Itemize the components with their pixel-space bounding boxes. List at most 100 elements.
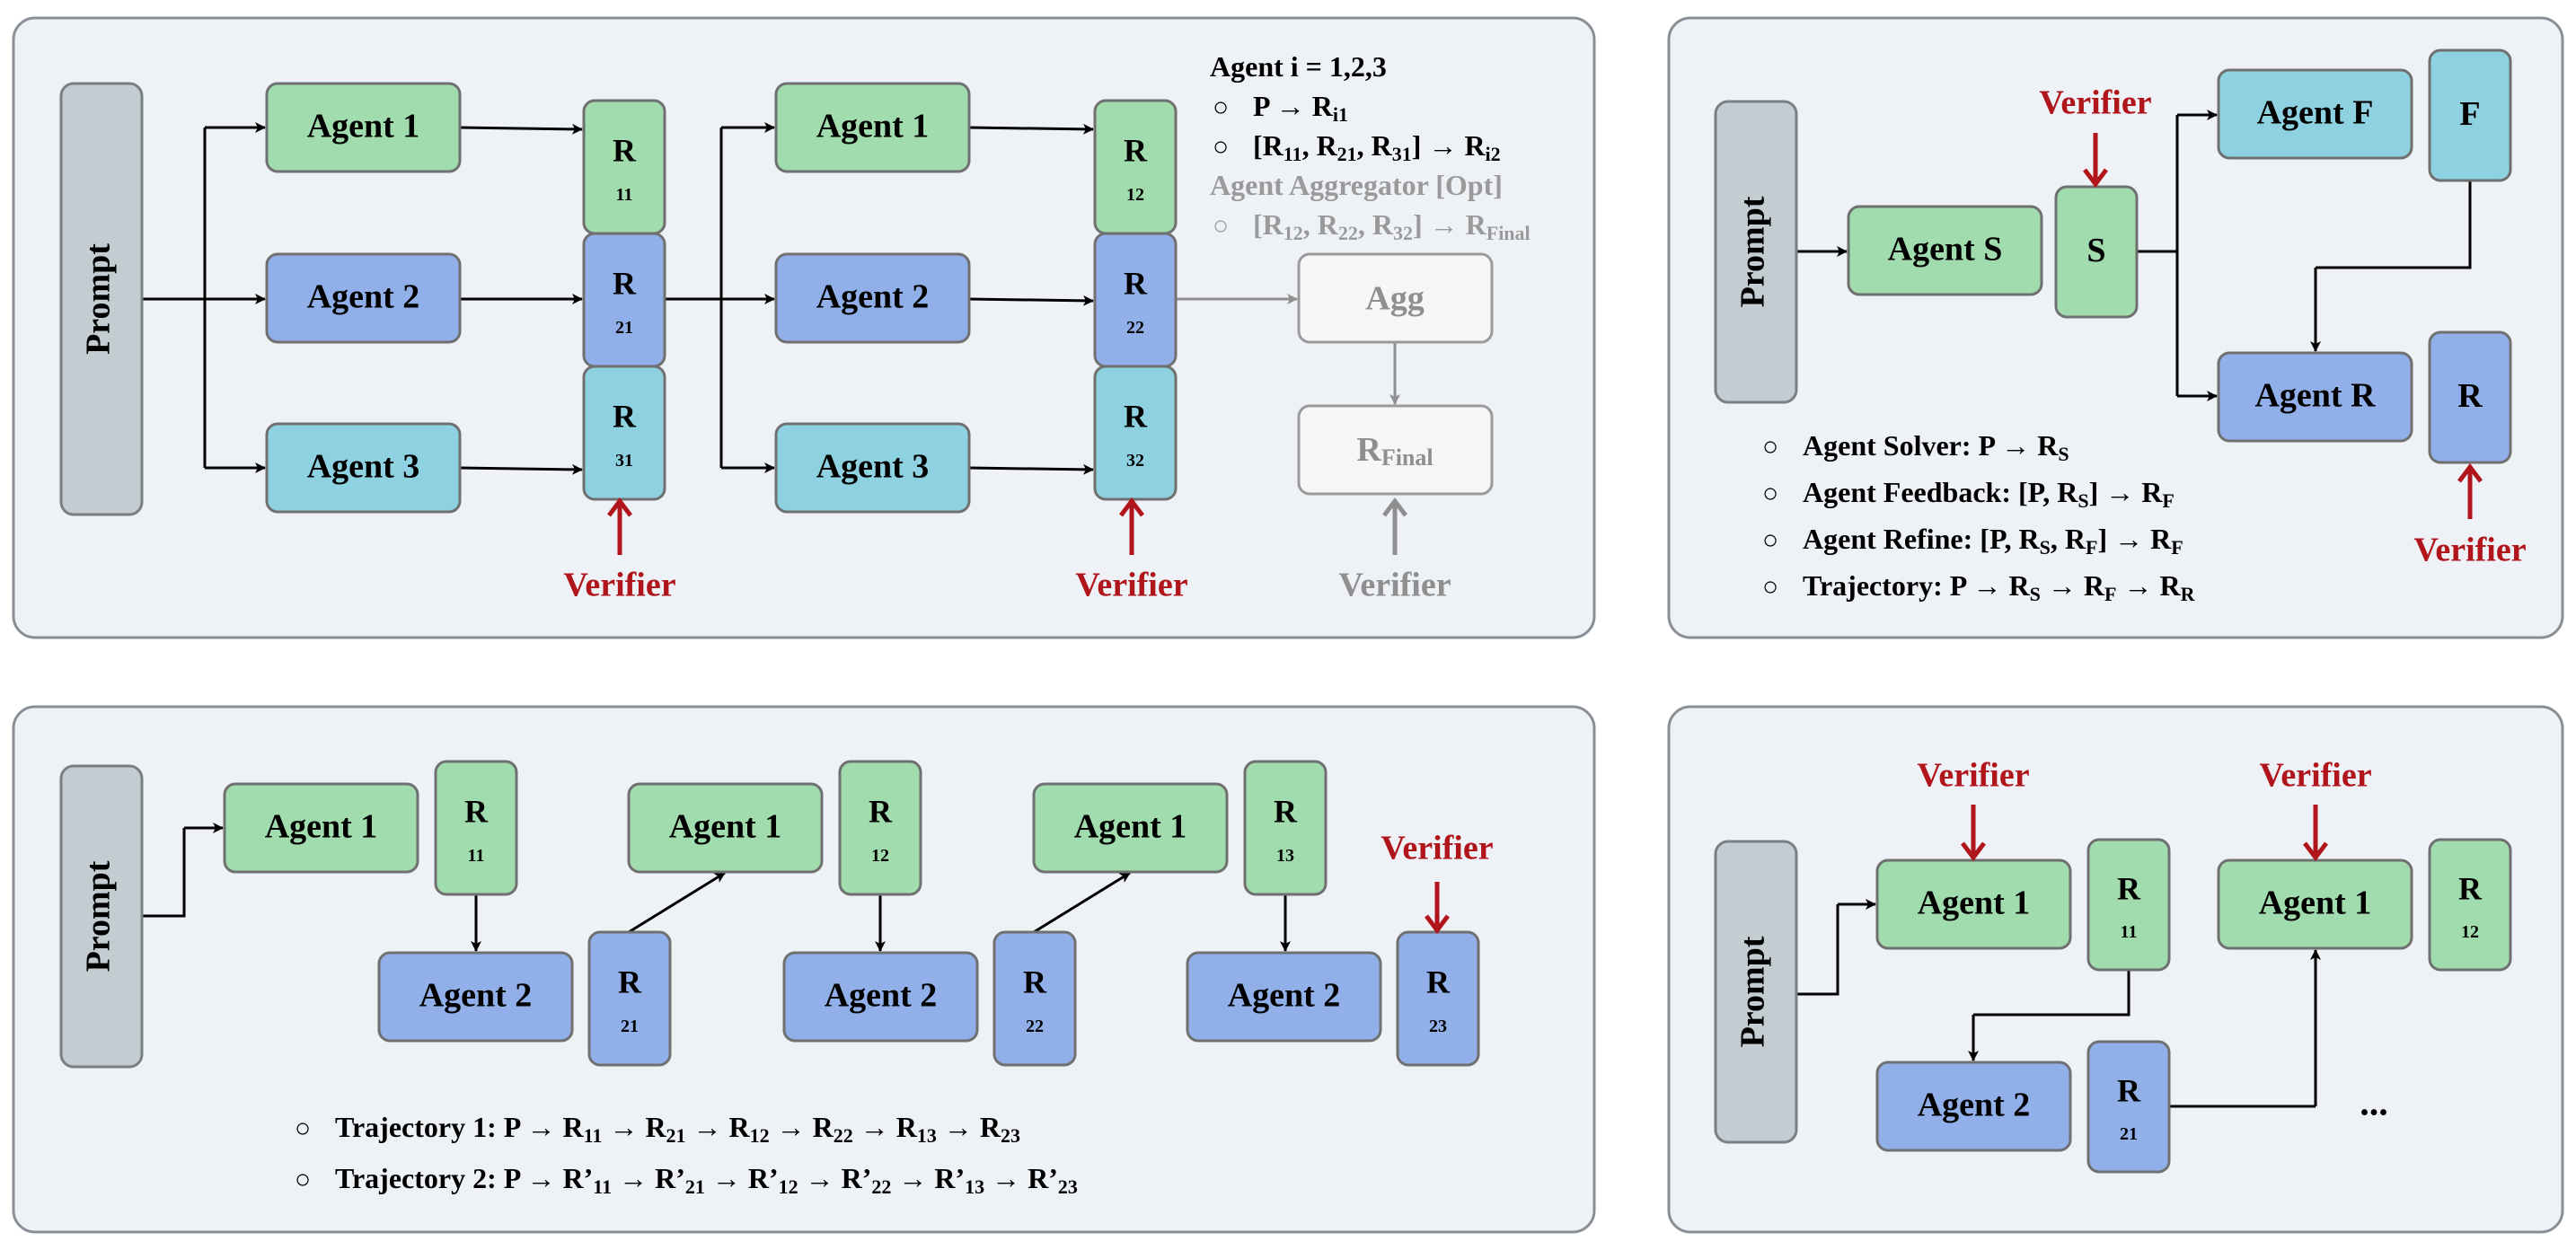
solver-response: S bbox=[2054, 185, 2139, 319]
feedback-line bbox=[2316, 180, 2472, 269]
refine-response: R bbox=[2428, 330, 2512, 464]
bl-agent2-step1-label: Agent 2 bbox=[419, 977, 533, 1015]
response-r31-main: R bbox=[613, 398, 637, 434]
bl-agent1-step2-label: Agent 1 bbox=[669, 808, 782, 846]
agent-solver: Agent S bbox=[1847, 205, 2043, 296]
bl-response-r23-sub: 23 bbox=[1429, 1017, 1447, 1036]
legend-line: Agent i = 1,2,3 bbox=[1210, 50, 1387, 83]
final-response-box: RFinal bbox=[1297, 404, 1494, 496]
connector-arrow bbox=[968, 295, 1094, 306]
bl-response-r23-main: R bbox=[1426, 964, 1451, 999]
bl-response-r12: R 12 bbox=[838, 760, 922, 896]
verifier-solver: Verifier bbox=[2039, 84, 2152, 189]
legend-line: Agent Aggregator [Opt] bbox=[1210, 169, 1503, 201]
response-r32-main: R bbox=[1124, 398, 1148, 434]
refine-response-main: R bbox=[2457, 377, 2483, 415]
legend-bullet: ○ bbox=[1762, 479, 1778, 508]
legend-bullet: ○ bbox=[295, 1114, 311, 1143]
bl-agent2-step3: Agent 2 bbox=[1186, 951, 1382, 1043]
br-response-r12-main: R bbox=[2458, 870, 2483, 906]
bl-response-r11-sub: 11 bbox=[468, 846, 485, 866]
bl-response-r11-main: R bbox=[464, 793, 489, 829]
aggregator-box: Agg bbox=[1297, 252, 1494, 344]
connector-arrow bbox=[459, 463, 583, 475]
legend-bullet: ○ bbox=[1762, 525, 1778, 555]
bl-response-r21: R 21 bbox=[587, 930, 672, 1067]
br-response-r12-sub: 12 bbox=[2461, 922, 2479, 942]
connector-arrow bbox=[968, 123, 1094, 135]
legend-line: [R12, R22, R32] → RFinal bbox=[1253, 208, 1531, 244]
response-r12-main: R bbox=[1124, 132, 1148, 168]
response-r31-sub: 31 bbox=[615, 451, 633, 471]
agent3-round1: Agent 3 bbox=[265, 422, 462, 514]
prompt-box: Prompt bbox=[59, 764, 144, 1069]
response-r11: R11 bbox=[582, 99, 666, 235]
br-response-r21-main: R bbox=[2117, 1072, 2141, 1108]
verifier-label: Verifier bbox=[1381, 830, 1493, 867]
br-agent1-step2-label: Agent 1 bbox=[2259, 885, 2372, 922]
legend-line: Trajectory 2: P → R’11 → R’21 → R’12 → R… bbox=[335, 1162, 1078, 1198]
agent-feedback-label: Agent F bbox=[2257, 94, 2374, 132]
connector-arrow bbox=[628, 871, 726, 934]
connector-arrow bbox=[1033, 871, 1131, 934]
response-r31: R 31 bbox=[582, 365, 666, 501]
legend-line: Agent Refine: [P, RS, RF] → RF bbox=[1803, 523, 2183, 559]
bl-agent1-step2: Agent 1 bbox=[627, 782, 824, 874]
connector-arrow bbox=[459, 123, 583, 135]
bl-response-r22-sub: 22 bbox=[1026, 1017, 1044, 1036]
verifier-bl: Verifier bbox=[1381, 830, 1494, 935]
agent1-round2: Agent 1 bbox=[774, 82, 971, 173]
agent-solver-label: Agent S bbox=[1888, 231, 2003, 268]
connector-arrow bbox=[968, 463, 1094, 475]
verifier-arrow-head bbox=[2083, 168, 2108, 189]
verifier-arrow-head bbox=[607, 497, 632, 517]
agent3-round2-label: Agent 3 bbox=[816, 448, 930, 486]
verifier-br-1: Verifier bbox=[1917, 757, 2030, 862]
verifier-arrow-head bbox=[1119, 497, 1144, 517]
br-prompt-line bbox=[1796, 904, 1839, 996]
legend-line: P → Ri1 bbox=[1253, 90, 1348, 126]
br-response-r11: R11 bbox=[2086, 838, 2171, 972]
agent2-round2: Agent 2 bbox=[774, 252, 971, 344]
response-r21-main: R bbox=[613, 265, 637, 301]
response-r22-sub: 22 bbox=[1126, 318, 1144, 338]
verifier-label: Verifier bbox=[2413, 532, 2526, 569]
br-response-r11-main: R bbox=[2117, 870, 2141, 906]
verifier-label: Verifier bbox=[2039, 84, 2151, 122]
response-r12-sub: 12 bbox=[1126, 185, 1144, 205]
br-response-r21: R21 bbox=[2086, 1040, 2171, 1174]
bl-response-r21-sub: 21 bbox=[621, 1017, 639, 1036]
legend-bullet: ○ bbox=[1762, 572, 1778, 602]
br-response-r12: R 12 bbox=[2428, 838, 2512, 972]
br-agent1-step1-label: Agent 1 bbox=[1918, 885, 2031, 922]
agent2-round2-label: Agent 2 bbox=[816, 278, 930, 316]
br-agent2-label: Agent 2 bbox=[1918, 1087, 2031, 1124]
verifier-arrow-head bbox=[2457, 462, 2483, 483]
legend-line: [R11, R21, R31] → Ri2 bbox=[1253, 129, 1501, 165]
verifier-label: Verifier bbox=[2259, 757, 2371, 795]
bl-response-r12-sub: 12 bbox=[871, 846, 889, 866]
bl-agent2-step1: Agent 2 bbox=[377, 951, 574, 1043]
verifier-refine: Verifier bbox=[2413, 462, 2527, 569]
legend-bullet: ○ bbox=[1213, 132, 1229, 162]
bl-response-r12-main: R bbox=[869, 793, 893, 829]
verifier-label: Verifier bbox=[1075, 567, 1187, 604]
bl-agent2-step2: Agent 2 bbox=[782, 951, 979, 1043]
br-agent1-step1: Agent 1 bbox=[1875, 858, 2072, 950]
bl-prompt-line bbox=[142, 828, 186, 918]
agent-refine-label: Agent R bbox=[2254, 377, 2376, 415]
feedback-response: F bbox=[2428, 48, 2512, 182]
prompt-label: Prompt bbox=[80, 860, 118, 972]
prompt-box: Prompt bbox=[1714, 840, 1798, 1144]
bl-response-r11: R 11 bbox=[434, 760, 518, 896]
verifier-br-2: Verifier bbox=[2259, 757, 2372, 862]
legend-bullet: ○ bbox=[1213, 92, 1229, 122]
legend-line: Trajectory 1: P → R11 → R21 → R12 → R22 … bbox=[335, 1111, 1020, 1147]
agent2-round1: Agent 2 bbox=[265, 252, 462, 344]
bl-response-r21-main: R bbox=[618, 964, 642, 999]
prompt-label: Prompt bbox=[80, 243, 118, 355]
bl-agent1-step1-label: Agent 1 bbox=[265, 808, 378, 846]
br-r11-line bbox=[1973, 970, 2130, 1017]
aggregator-label: Agg bbox=[1365, 280, 1424, 318]
bl-response-r23: R 23 bbox=[1396, 930, 1480, 1067]
